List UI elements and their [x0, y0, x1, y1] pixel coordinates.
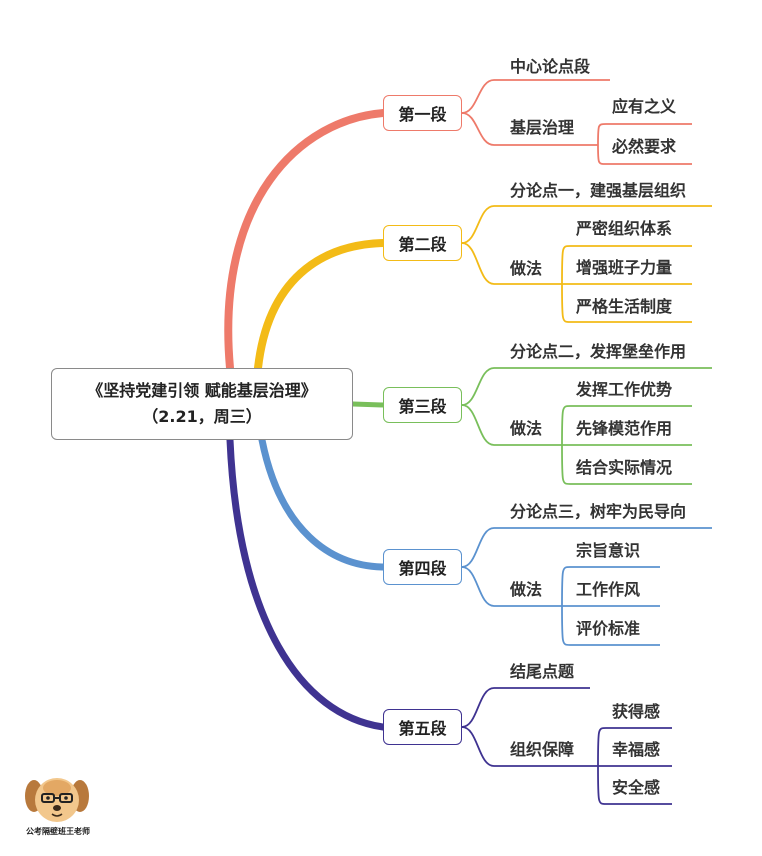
- seg5-point: 幸福感: [612, 740, 661, 759]
- seg2-point: 增强班子力量: [576, 258, 673, 277]
- seg1-sub-lines: [461, 79, 692, 165]
- seg1-sub: 基层治理: [510, 118, 575, 137]
- seg1-point: 应有之义: [612, 97, 677, 116]
- seg4-sub: 做法: [510, 580, 543, 599]
- seg4-point: 工作作风: [576, 580, 641, 599]
- seg4-topic: 分论点三，树牢为民导向: [510, 502, 687, 521]
- branch-seg2: [254, 239, 387, 372]
- root-title: 《坚持党建引领 赋能基层治理》: [87, 381, 317, 400]
- seg2-point: 严密组织体系: [576, 219, 673, 238]
- seg3-point: 结合实际情况: [576, 458, 673, 477]
- seg3-point: 发挥工作优势: [576, 380, 673, 399]
- section-node-1: 第一段: [383, 95, 462, 131]
- root-subtitle: （2.21，周三）: [142, 407, 262, 426]
- seg5-topic: 结尾点题: [510, 662, 575, 681]
- seg1-point: 必然要求: [612, 137, 677, 156]
- seg2-topic: 分论点一，建强基层组织: [510, 181, 687, 200]
- dog-mascot-icon: [25, 778, 89, 822]
- section-node-5: 第五段: [383, 709, 462, 745]
- seg5-point: 获得感: [612, 702, 661, 721]
- branch-seg4: [258, 436, 387, 571]
- seg5-sub-lines: [461, 687, 672, 805]
- seg4-sub-lines: [461, 527, 712, 646]
- seg3-point: 先锋模范作用: [576, 419, 673, 438]
- branch-seg5: [226, 436, 387, 731]
- seg2-sub: 做法: [510, 259, 543, 278]
- section-node-4: 第四段: [383, 549, 462, 585]
- seg4-point: 宗旨意识: [576, 541, 641, 560]
- section-node-2: 第二段: [383, 225, 462, 261]
- seg2-sub-lines: [461, 205, 712, 323]
- watermark-caption: 公考隔壁班王老师: [26, 827, 90, 836]
- branch-seg1: [224, 109, 387, 372]
- seg3-sub-lines: [461, 367, 712, 485]
- branch-seg3: [350, 401, 386, 408]
- section-node-3: 第三段: [383, 387, 462, 423]
- seg5-sub: 组织保障: [510, 740, 575, 759]
- seg4-point: 评价标准: [576, 619, 641, 638]
- seg3-topic: 分论点二，发挥堡垒作用: [510, 342, 687, 361]
- seg2-point: 严格生活制度: [576, 297, 673, 316]
- seg5-point: 安全感: [612, 778, 661, 797]
- seg3-sub: 做法: [510, 419, 543, 438]
- seg1-topic: 中心论点段: [510, 57, 591, 76]
- root-topic: 《坚持党建引领 赋能基层治理》 （2.21，周三）: [51, 368, 353, 440]
